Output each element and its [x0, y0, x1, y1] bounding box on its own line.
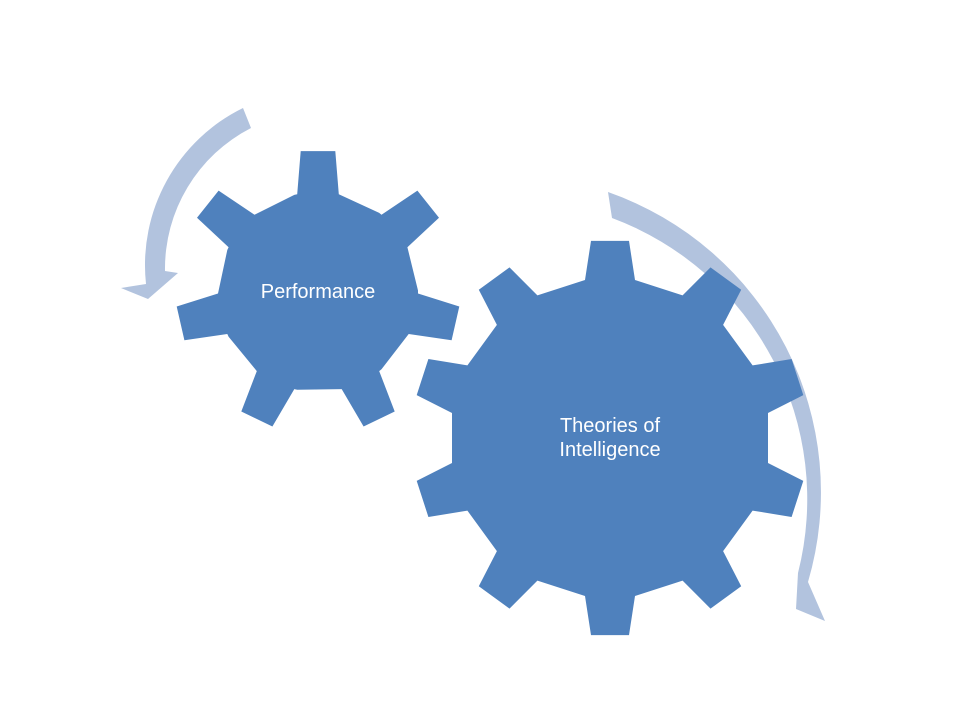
gear-performance [176, 151, 460, 427]
gear-label-theories-of-intelligence: Theories of Intelligence [559, 415, 661, 461]
gear-label-performance: Performance [260, 281, 376, 303]
curved-arrow-small [121, 108, 251, 299]
gear-theories-of-intelligence [416, 240, 804, 636]
